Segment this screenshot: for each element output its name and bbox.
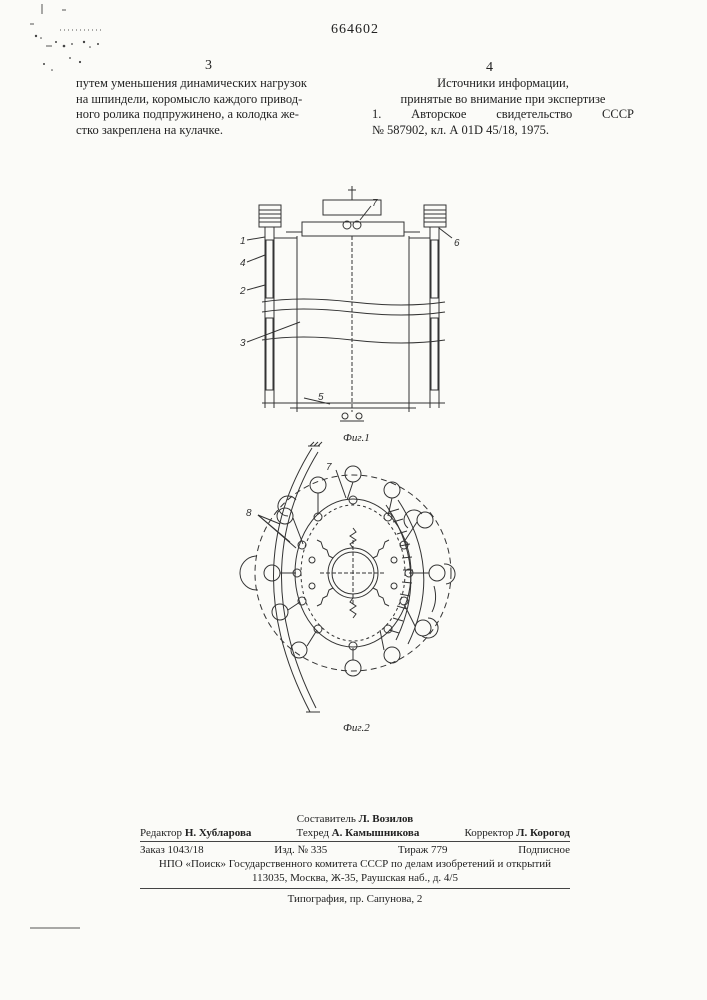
typography-line: Типография, пр. Сапунова, 2 [140,892,570,906]
divider [140,841,570,842]
staff-line: Редактор Н. Хубларова Техред А. Камышник… [140,826,570,840]
figure-2-caption: Фиг.2 [343,722,370,734]
imprint-block: Составитель Л. Возилов Редактор Н. Хубла… [140,812,570,906]
editor-label: Редактор [140,827,182,839]
publisher-address: 113035, Москва, Ж-35, Раушская наб., д. … [140,871,570,885]
guide-left-outer [273,448,312,712]
scan-mark [30,925,90,931]
divider [140,888,570,889]
techred-label: Техред [297,827,329,839]
corrector-label: Корректор [464,827,513,839]
print-run: Тираж 779 [398,843,448,857]
izd-number: Изд. № 335 [274,843,327,857]
compiler-label: Составитель [297,813,356,825]
techred-name: А. Камышникова [332,827,420,839]
order-line: Заказ 1043/18 Изд. № 335 Тираж 779 Подпи… [140,843,570,857]
order-number: Заказ 1043/18 [140,843,204,857]
corrector-name: Л. Корогод [516,827,570,839]
figure-2-label: 7 [326,462,332,473]
compiler-line: Составитель Л. Возилов [140,812,570,826]
compiler-name: Л. Возилов [359,813,414,825]
editor-name: Н. Хубларова [185,827,252,839]
publisher-line: НПО «Поиск» Государственного комитета СС… [140,857,570,871]
figure-1-caption: Фиг.1 [343,432,370,444]
subscription-note: Подписное [518,843,570,857]
figure-2-label: 8 [246,508,252,519]
